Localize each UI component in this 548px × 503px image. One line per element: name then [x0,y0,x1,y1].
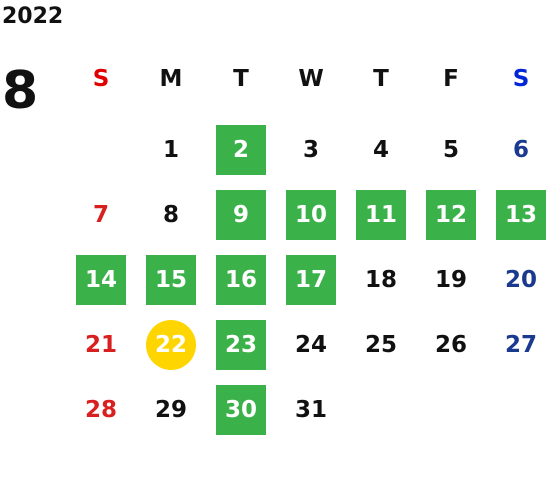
day-cell-3[interactable]: 3 [302,137,319,163]
day-cell-6[interactable]: 6 [512,137,529,163]
day-cell-14[interactable]: 14 [76,255,126,305]
day-cell-19[interactable]: 19 [434,267,467,293]
day-cell-21[interactable]: 21 [84,332,117,358]
day-cell-18[interactable]: 18 [364,267,397,293]
day-cell-8[interactable]: 8 [162,202,179,228]
day-cell-30[interactable]: 30 [216,385,266,435]
weekday-header-0: S [92,66,110,92]
day-cell-26[interactable]: 26 [434,332,467,358]
day-cell-9[interactable]: 9 [216,190,266,240]
day-cell-31[interactable]: 31 [294,397,327,423]
day-cell-11[interactable]: 11 [356,190,406,240]
day-cell-29[interactable]: 29 [154,397,187,423]
weekday-header-5: F [443,66,459,92]
month-label: 8 [2,61,39,121]
day-cell-16[interactable]: 16 [216,255,266,305]
day-cell-13[interactable]: 13 [496,190,546,240]
day-cell-28[interactable]: 28 [84,397,117,423]
day-cell-12[interactable]: 12 [426,190,476,240]
weekday-header-2: T [233,66,249,92]
day-cell-23[interactable]: 23 [216,320,266,370]
day-cell-4[interactable]: 4 [372,137,389,163]
day-cell-1[interactable]: 1 [162,137,179,163]
day-cell-24[interactable]: 24 [294,332,327,358]
day-cell-25[interactable]: 25 [364,332,397,358]
day-cell-today[interactable]: 22 [146,320,196,370]
day-cell-7[interactable]: 7 [92,202,109,228]
day-cell-20[interactable]: 20 [504,267,537,293]
weekday-header-4: T [373,66,389,92]
year-label: 2022 [2,4,64,29]
weekday-header-1: M [159,66,183,92]
weekday-header-6: S [512,66,530,92]
day-cell-15[interactable]: 15 [146,255,196,305]
day-cell-10[interactable]: 10 [286,190,336,240]
day-cell-17[interactable]: 17 [286,255,336,305]
day-cell-5[interactable]: 5 [442,137,459,163]
day-cell-27[interactable]: 27 [504,332,537,358]
day-cell-2[interactable]: 2 [216,125,266,175]
weekday-header-3: W [298,66,324,92]
